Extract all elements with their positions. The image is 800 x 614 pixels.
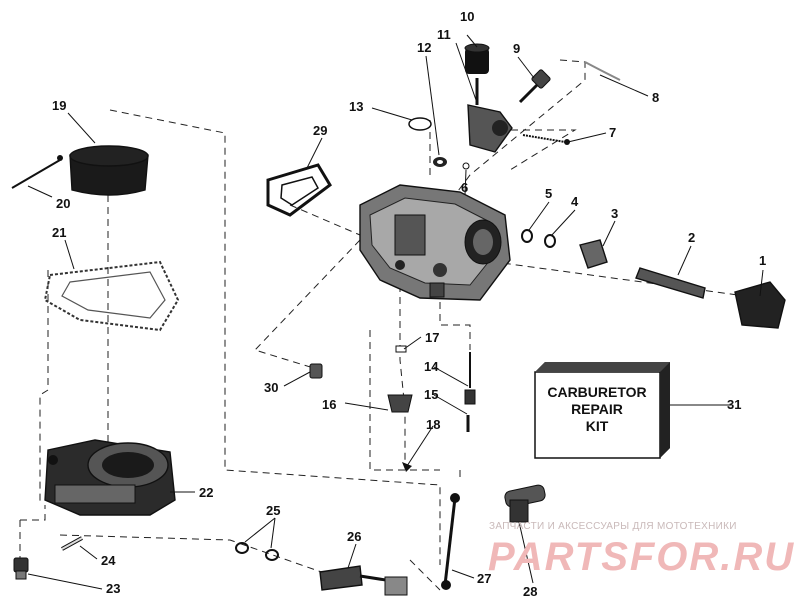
callout-16: 16 [322, 397, 336, 412]
part-19-cover [69, 145, 149, 196]
callout-10: 10 [460, 9, 474, 24]
callout-29: 29 [313, 123, 327, 138]
kit-label-line1: CARBURETOR [547, 384, 646, 400]
part-1-knob [734, 281, 786, 329]
callout-30: 30 [264, 380, 278, 395]
part-20-screw [11, 155, 63, 189]
part-8-cable [584, 61, 621, 81]
callout-11: 11 [437, 27, 451, 42]
watermark: ЗАПЧАСТИ И АКСЕССУАРЫ ДЛЯ МОТОТЕХНИКИ PA… [488, 521, 795, 579]
carburetor-body [359, 184, 511, 301]
part-13-seal [408, 117, 432, 131]
callout-2: 2 [688, 230, 695, 245]
callout-21: 21 [52, 225, 66, 240]
repair-kit-box: CARBURETOR REPAIR KIT [534, 362, 670, 459]
part-6-ball [462, 162, 470, 170]
callout-20: 20 [56, 196, 70, 211]
callout-leaders [27, 34, 764, 590]
part-30-jet [309, 363, 323, 379]
part-24-pin [61, 536, 83, 551]
kit-label-line3: KIT [586, 418, 609, 434]
callout-7: 7 [609, 125, 616, 140]
part-2-shaft [635, 267, 706, 299]
kit-label-line2: REPAIR [571, 401, 623, 417]
callout-5: 5 [545, 186, 552, 201]
callout-24: 24 [101, 553, 116, 568]
part-12-washer [433, 157, 447, 167]
callout-28: 28 [523, 584, 537, 599]
part-21-gasket [43, 260, 180, 332]
part-3-bushing [579, 239, 608, 269]
callout-3: 3 [611, 206, 618, 221]
callout-4: 4 [571, 194, 579, 209]
callout-17: 17 [425, 330, 439, 345]
callout-31: 31 [727, 397, 741, 412]
callout-19: 19 [52, 98, 66, 113]
part-28-lever [504, 484, 546, 523]
part-11-plunger [467, 78, 513, 153]
part-4-5-o-rings [521, 229, 556, 248]
callout-27: 27 [477, 571, 491, 586]
callout-25: 25 [266, 503, 280, 518]
part-10-cap [464, 43, 490, 74]
part-9-screw [518, 69, 551, 104]
callout-12: 12 [417, 40, 431, 55]
callout-9: 9 [513, 41, 520, 56]
part-26-shaft [319, 565, 408, 596]
callout-22: 22 [199, 485, 213, 500]
part-23-drain-screw [13, 557, 29, 580]
callout-18: 18 [426, 417, 440, 432]
callout-numbers: 1 2 3 4 5 6 7 8 9 10 11 12 13 14 15 16 1… [52, 9, 766, 599]
callout-13: 13 [349, 99, 363, 114]
callout-26: 26 [347, 529, 361, 544]
callout-23: 23 [106, 581, 120, 596]
part-22-float-bowl [44, 439, 176, 516]
callout-6: 6 [461, 180, 468, 195]
watermark-brand: PARTSFOR.RU [488, 535, 795, 579]
part-14-15-needle [464, 352, 476, 432]
callout-15: 15 [424, 387, 438, 402]
assembly-guide-lines [19, 59, 761, 591]
callout-1: 1 [759, 253, 766, 268]
part-7-screw [522, 134, 570, 145]
watermark-caption: ЗАПЧАСТИ И АКСЕССУАРЫ ДЛЯ МОТОТЕХНИКИ [489, 521, 737, 532]
part-29-gasket [266, 163, 332, 217]
part-27-link [441, 493, 460, 590]
callout-8: 8 [652, 90, 659, 105]
part-25-o-rings [235, 542, 279, 561]
part-16-18-float-parts [387, 345, 413, 472]
callout-14: 14 [424, 359, 439, 374]
